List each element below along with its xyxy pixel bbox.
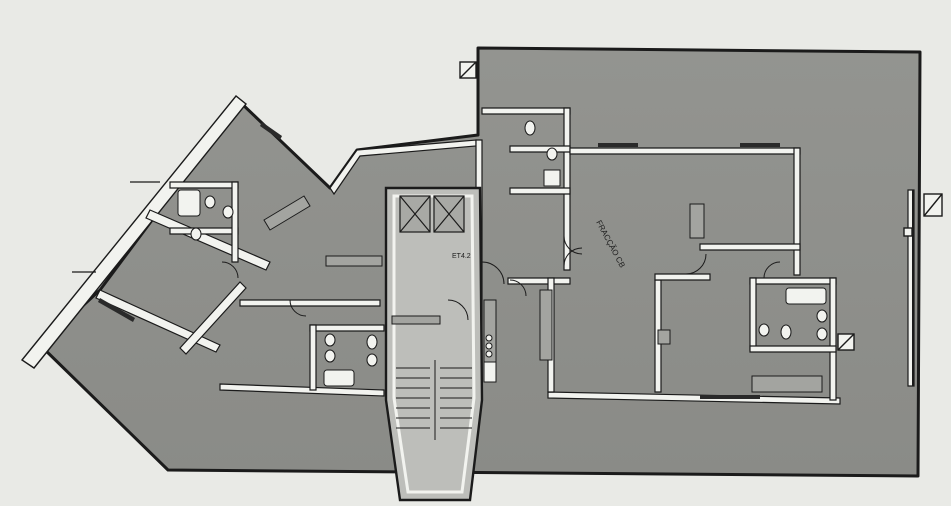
lift-shafts: [399, 195, 465, 233]
built-in-cabinets: [263, 195, 823, 393]
exterior-wall-edge: [477, 48, 914, 386]
door-swings: [221, 235, 781, 321]
landing-label: ET4.2: [452, 253, 471, 260]
bathroom-fixtures: [177, 120, 828, 387]
kitchen-counter: [483, 334, 497, 383]
staircase: [396, 360, 472, 440]
balcony-rail: [20, 95, 247, 369]
service-shafts: [459, 61, 943, 351]
interior-walls: [95, 107, 915, 405]
stair-core: [384, 186, 484, 502]
